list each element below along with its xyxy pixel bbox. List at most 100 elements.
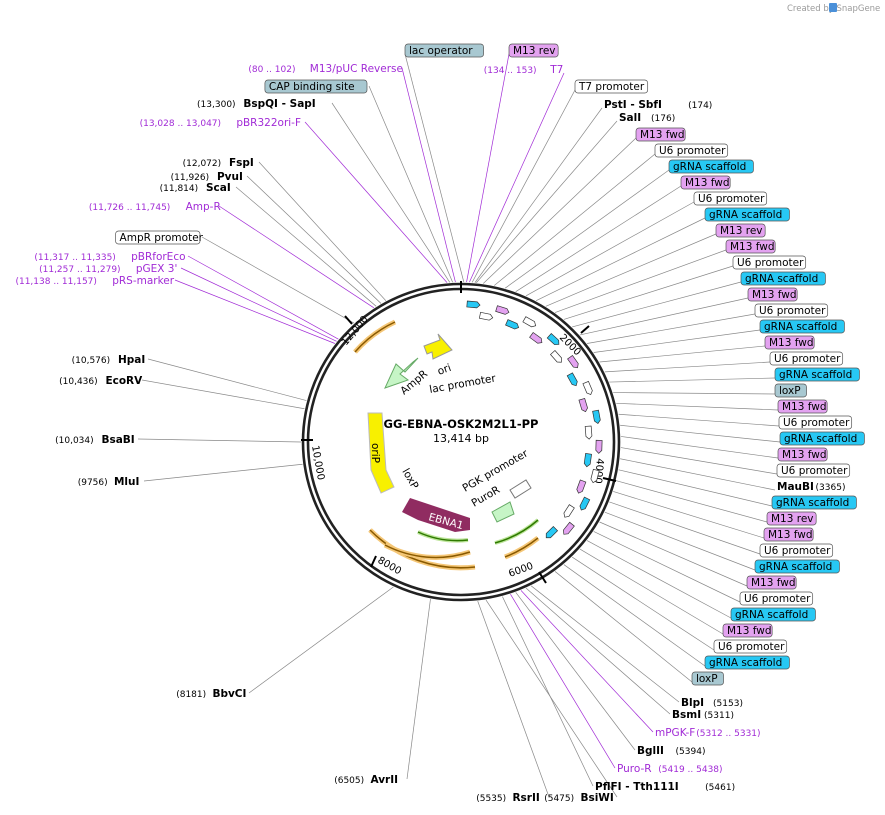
enzyme-label: PstI - SbfI — [604, 99, 662, 111]
map-label: gRNA scaffold — [754, 559, 840, 574]
feature-box — [654, 143, 729, 158]
small-feature-arrow — [505, 319, 520, 330]
feature-box-label: gRNA scaffold — [779, 369, 852, 381]
position-label: (11,257 .. 11,279) — [39, 265, 120, 275]
position-label: (5461) — [705, 783, 735, 793]
enzyme-label: MauBI — [777, 481, 814, 493]
feature-box — [777, 399, 828, 414]
enzyme-label: HpaI — [118, 354, 145, 366]
map-label: M13 fwd — [722, 623, 773, 638]
primer-label: pRS-marker — [112, 275, 175, 287]
feature-box — [777, 447, 828, 462]
leader-lines — [137, 53, 781, 798]
small-feature-arrow — [566, 372, 578, 387]
map-label: Puro-R (5419 .. 5438) — [617, 763, 723, 775]
feature-box-label: U6 promoter — [718, 641, 785, 653]
feature-box — [713, 639, 788, 654]
position-label: (176) — [651, 114, 675, 124]
small-feature-arrow — [595, 439, 603, 454]
map-label: BlpI(5153) — [681, 697, 743, 709]
feature-box — [754, 303, 829, 318]
map-label: FspI(12,072) — [183, 157, 254, 169]
feature-box — [771, 495, 857, 510]
position-label: (11,138 .. 11,157) — [15, 277, 96, 287]
feature-box — [754, 559, 840, 574]
feature-box-label: U6 promoter — [774, 353, 841, 365]
map-label: loxP — [691, 671, 724, 686]
position-label: (13,028 .. 13,047) — [140, 119, 221, 129]
feature-box — [680, 175, 731, 190]
map-label: BspQI - SapI(13,300) — [197, 98, 316, 110]
map-label: gRNA scaffold — [704, 207, 790, 222]
feature-box-label: M13 fwd — [752, 289, 797, 301]
primer-label: Puro-R — [617, 763, 652, 775]
plasmid-size: 13,414 bp — [433, 432, 489, 445]
enzyme-label: EcoRV — [105, 375, 143, 387]
primer-label: Amp-R — [186, 201, 221, 213]
map-label: gRNA scaffold — [704, 655, 790, 670]
primer-label: pGEX 3' — [136, 263, 178, 275]
map-label: M13 fwd — [764, 335, 815, 350]
feature-box-label: gRNA scaffold — [735, 609, 808, 621]
small-feature-arrow — [579, 496, 591, 511]
feature-box-label: M13 fwd — [768, 529, 813, 541]
feature-box-label: CAP binding site — [269, 81, 355, 93]
feature-box — [774, 367, 860, 382]
map-label: BbvCI(8181) — [176, 688, 246, 700]
position-label: (5419 .. 5438) — [658, 765, 722, 775]
enzyme-label: BsiWI — [580, 792, 613, 804]
feature-box-label: U6 promoter — [759, 305, 826, 317]
feature-box-label: loxP — [696, 673, 718, 685]
feature-box-label: gRNA scaffold — [673, 161, 746, 173]
feature-box — [732, 255, 807, 270]
map-label: gRNA scaffold — [740, 271, 826, 286]
position-label: (5311) — [704, 711, 734, 721]
map-label: PvuI(11,926) — [171, 171, 243, 183]
map-label: U6 promoter — [776, 463, 851, 478]
map-label: loxP — [774, 383, 807, 398]
map-label: AvrII(6505) — [334, 774, 398, 786]
feature-box — [704, 655, 790, 670]
ebna1-feature — [402, 498, 470, 532]
feature-box — [769, 351, 844, 366]
map-label: gRNA scaffold — [759, 319, 845, 334]
position-label: (11,926) — [171, 173, 210, 183]
position-label: (5394) — [676, 747, 706, 757]
feature-box-label: U6 promoter — [781, 465, 848, 477]
feature-box-label: M13 fwd — [640, 129, 685, 141]
map-label: T7 promoter — [574, 79, 649, 94]
small-feature-arrow — [576, 479, 587, 494]
primer-label: pBR322ori-F — [236, 117, 301, 129]
map-label: BsmI(5311) — [672, 709, 734, 721]
feature-box-label: M13 fwd — [727, 625, 772, 637]
map-label: mPGK-F(5312 .. 5331) — [655, 727, 761, 739]
position-label: (3365) — [816, 483, 846, 493]
enzyme-label: BsmI — [672, 709, 701, 721]
plasmid-name: GG-EBNA-OSK2M2L1-PP — [384, 417, 539, 431]
enzyme-label: BsaBI — [101, 434, 134, 446]
map-label: M13 fwd — [635, 127, 686, 142]
orf-arcs — [353, 319, 540, 571]
position-label: (11,726 .. 11,745) — [89, 203, 170, 213]
map-label: U6 promoter — [754, 303, 829, 318]
position-label: (6505) — [334, 776, 364, 786]
map-label: M13 fwd — [777, 447, 828, 462]
ampr-feature — [384, 357, 419, 389]
map-label: M13 fwd — [777, 399, 828, 414]
feature-box-label: AmpR promoter — [120, 232, 204, 244]
position-label: (5475) — [544, 794, 574, 804]
map-label: RsrII(5535) — [476, 792, 540, 804]
feature-box — [404, 43, 484, 58]
map-label: U6 promoter — [713, 639, 788, 654]
map-label: U6 promoter — [769, 351, 844, 366]
feature-box — [115, 230, 201, 245]
primer-label: pBRforEco — [131, 251, 185, 263]
feature-box — [264, 79, 368, 94]
primer-label: T7 — [549, 64, 563, 76]
feature-box-label: M13 rev — [771, 513, 814, 525]
feature-box-label: U6 promoter — [783, 417, 850, 429]
map-label: U6 promoter — [693, 191, 768, 206]
map-label: M13 rev — [715, 223, 766, 238]
feature-box-label: loxP — [779, 385, 801, 397]
